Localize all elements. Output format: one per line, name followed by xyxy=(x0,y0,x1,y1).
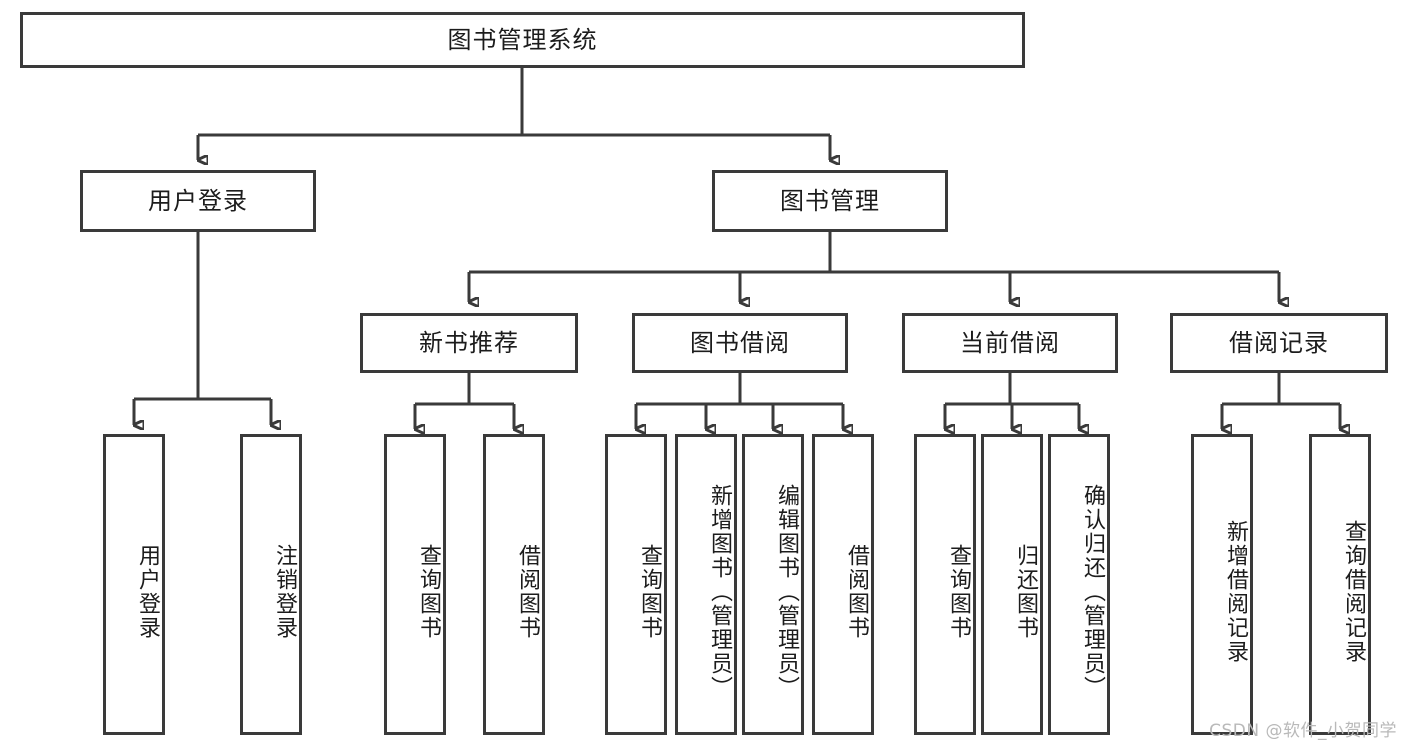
node-label: 当前借阅 xyxy=(960,328,1060,357)
node-label: 图书管理系统 xyxy=(447,25,598,54)
node-label: 用户登录 xyxy=(148,186,248,215)
node-label: 用户登录 xyxy=(135,543,160,640)
node-label: 查询图书 xyxy=(637,543,662,640)
node-label: 借阅图书 xyxy=(844,543,869,640)
node-book-management[interactable]: 图书管理 xyxy=(712,170,948,232)
node-book-borrow[interactable]: 图书借阅 xyxy=(632,313,848,373)
leaf-borrow-record-query-record[interactable]: 查询借阅记录 xyxy=(1309,434,1371,735)
node-user-login[interactable]: 用户登录 xyxy=(80,170,316,232)
leaf-book-borrow-query-book[interactable]: 查询图书 xyxy=(605,434,667,735)
node-new-book-recommend[interactable]: 新书推荐 xyxy=(360,313,578,373)
leaf-new-book-borrow-book[interactable]: 借阅图书 xyxy=(483,434,545,735)
node-label: 图书管理 xyxy=(780,186,880,215)
node-label: 新增图书（管理员） xyxy=(707,483,732,700)
leaf-user-login-logout[interactable]: 注销登录 xyxy=(240,434,302,735)
leaf-borrow-record-add-record[interactable]: 新增借阅记录 xyxy=(1191,434,1253,735)
node-label: 注销登录 xyxy=(272,543,297,640)
node-root-book-management-system[interactable]: 图书管理系统 xyxy=(20,12,1025,68)
node-label: 借阅图书 xyxy=(515,543,540,640)
node-borrow-record[interactable]: 借阅记录 xyxy=(1170,313,1388,373)
leaf-user-login-login[interactable]: 用户登录 xyxy=(103,434,165,735)
leaf-current-borrow-confirm-return-admin[interactable]: 确认归还（管理员） xyxy=(1048,434,1110,735)
node-label: 编辑图书（管理员） xyxy=(774,483,799,700)
leaf-book-borrow-borrow-book[interactable]: 借阅图书 xyxy=(812,434,874,735)
node-current-borrow[interactable]: 当前借阅 xyxy=(902,313,1118,373)
node-label: 归还图书 xyxy=(1013,543,1038,640)
node-label: 新书推荐 xyxy=(419,328,519,357)
leaf-book-borrow-add-book-admin[interactable]: 新增图书（管理员） xyxy=(675,434,737,735)
leaf-current-borrow-query-book[interactable]: 查询图书 xyxy=(914,434,976,735)
node-label: 借阅记录 xyxy=(1229,328,1329,357)
leaf-current-borrow-return-book[interactable]: 归还图书 xyxy=(981,434,1043,735)
node-label: 查询借阅记录 xyxy=(1341,519,1366,664)
node-label: 查询图书 xyxy=(416,543,441,640)
node-label: 图书借阅 xyxy=(690,328,790,357)
leaf-new-book-query-book[interactable]: 查询图书 xyxy=(384,434,446,735)
node-label: 新增借阅记录 xyxy=(1223,519,1248,664)
leaf-book-borrow-edit-book-admin[interactable]: 编辑图书（管理员） xyxy=(742,434,804,735)
node-label: 查询图书 xyxy=(946,543,971,640)
node-label: 确认归还（管理员） xyxy=(1080,483,1105,700)
